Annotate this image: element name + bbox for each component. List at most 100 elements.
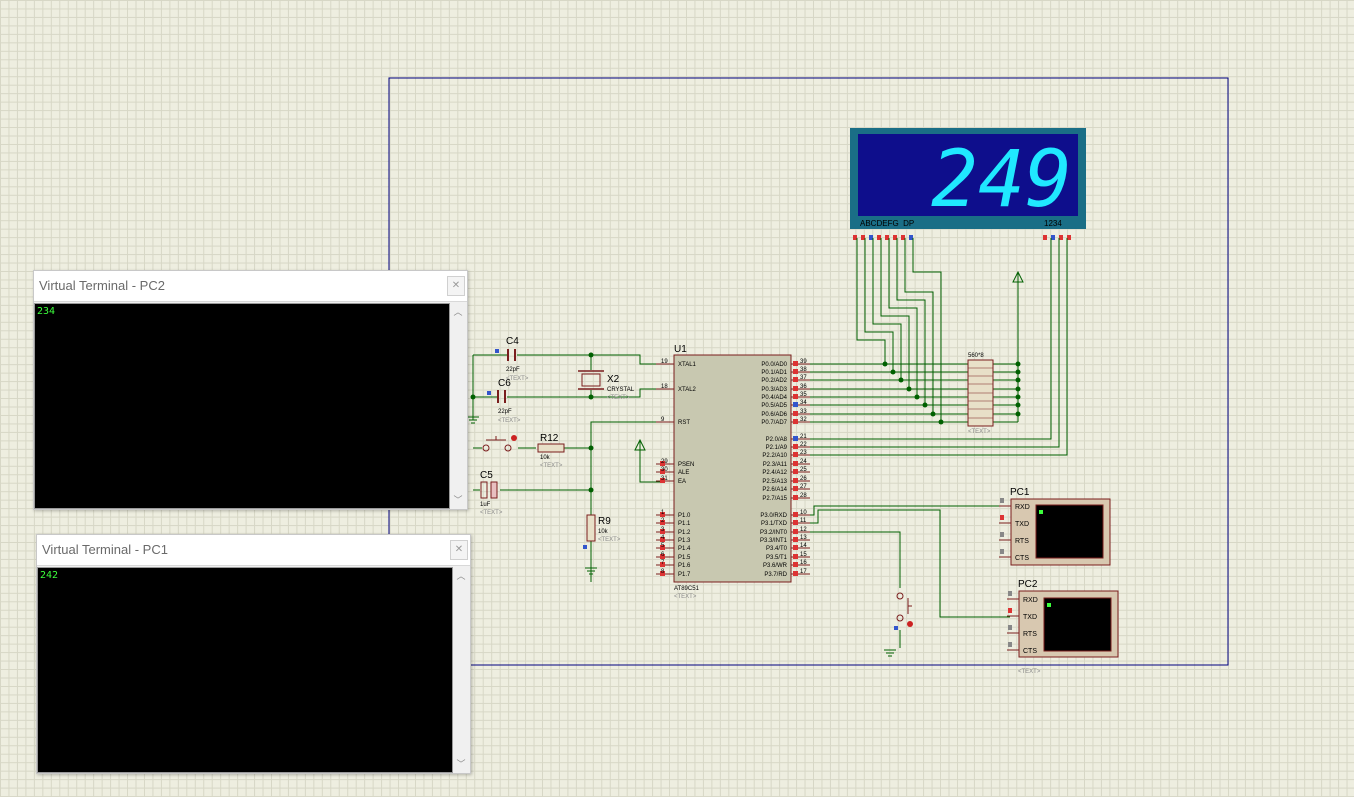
pin-name: P0.6/AD6 xyxy=(761,412,787,418)
pin-number: 4 xyxy=(661,535,665,541)
scroll-up-icon[interactable]: ︿ xyxy=(453,307,463,317)
crystal-x2[interactable]: X2 CRYSTAL <TEXT> xyxy=(578,370,635,401)
virtual-terminal-window-pc2[interactable]: Virtual Terminal - PC2 ✕ 234 ︿ ﹀ xyxy=(33,270,468,510)
seven-segment-display[interactable]: 249 ABCDEFG DP 1234 xyxy=(850,128,1086,240)
display-pin[interactable] xyxy=(853,235,857,240)
scroll-down-icon[interactable]: ﹀ xyxy=(453,495,463,505)
capacitor-c6[interactable]: C6 22pF <TEXT> xyxy=(487,378,521,424)
display-pin[interactable] xyxy=(1043,235,1047,240)
scroll-up-icon[interactable]: ︿ xyxy=(456,571,466,581)
display-pin[interactable] xyxy=(1051,235,1055,240)
reset-button[interactable] xyxy=(482,435,517,452)
capacitor-c5[interactable]: C5 1uF <TEXT> xyxy=(480,470,503,516)
close-icon[interactable]: ✕ xyxy=(447,276,465,296)
pin-number: 31 xyxy=(661,476,668,482)
terminal-output: 242 xyxy=(40,570,59,581)
terminal-pin[interactable]: RXD xyxy=(1007,591,1038,604)
terminal-pin[interactable]: CTS xyxy=(999,549,1029,562)
pin-name: P2.0/A8 xyxy=(766,437,788,443)
display-pin[interactable] xyxy=(893,235,897,240)
display-pin[interactable] xyxy=(869,235,873,240)
pin-number: 36 xyxy=(800,384,807,390)
pin-name: P1.0 xyxy=(678,513,691,519)
terminal-pin[interactable]: CTS xyxy=(1007,642,1037,655)
capacitor-c4[interactable]: C4 22pF <TEXT> xyxy=(495,336,529,382)
terminal-pin-label: CTS xyxy=(1015,555,1029,562)
virtual-terminal-window-pc1[interactable]: Virtual Terminal - PC1 ✕ 242 ︿ ﹀ xyxy=(36,534,471,774)
scrollbar[interactable]: ︿ ﹀ xyxy=(450,303,467,509)
pin-name: P1.6 xyxy=(678,563,691,569)
terminal-screen[interactable]: 242 xyxy=(37,567,453,773)
resistor-network[interactable]: 560*8 <TEXT> xyxy=(967,353,994,435)
resistor-r12[interactable]: R12 10k <TEXT> xyxy=(537,433,565,469)
terminal-pin[interactable]: TXD xyxy=(1007,608,1037,621)
terminal-screen[interactable]: 234 xyxy=(34,303,450,509)
display-pin[interactable] xyxy=(861,235,865,240)
pin-name: P0.7/AD7 xyxy=(761,420,787,426)
display-pin[interactable] xyxy=(909,235,913,240)
display-pin[interactable] xyxy=(1059,235,1063,240)
close-icon[interactable]: ✕ xyxy=(450,540,468,560)
terminal-pin[interactable]: RTS xyxy=(999,532,1029,545)
display-pin[interactable] xyxy=(885,235,889,240)
pin-number: 38 xyxy=(800,367,807,373)
scroll-down-icon[interactable]: ﹀ xyxy=(456,759,466,769)
pin-number: 27 xyxy=(800,484,807,490)
window-title-bar[interactable]: Virtual Terminal - PC2 ✕ xyxy=(34,271,467,302)
window-title-bar[interactable]: Virtual Terminal - PC1 ✕ xyxy=(37,535,470,566)
terminal-pin[interactable]: TXD xyxy=(999,515,1029,528)
pin-number: 11 xyxy=(800,518,807,524)
resistor-r9[interactable]: R9 10k <TEXT> xyxy=(583,514,621,549)
scrollbar[interactable]: ︿ ﹀ xyxy=(453,567,470,773)
display-pin[interactable] xyxy=(901,235,905,240)
int0-button[interactable] xyxy=(894,592,913,630)
terminal-pin-label: CTS xyxy=(1023,648,1037,655)
display-pin[interactable] xyxy=(877,235,881,240)
terminal-pin[interactable]: RXD xyxy=(999,498,1030,511)
display-pin[interactable] xyxy=(1067,235,1071,240)
terminal-pin[interactable]: RTS xyxy=(1007,625,1037,638)
